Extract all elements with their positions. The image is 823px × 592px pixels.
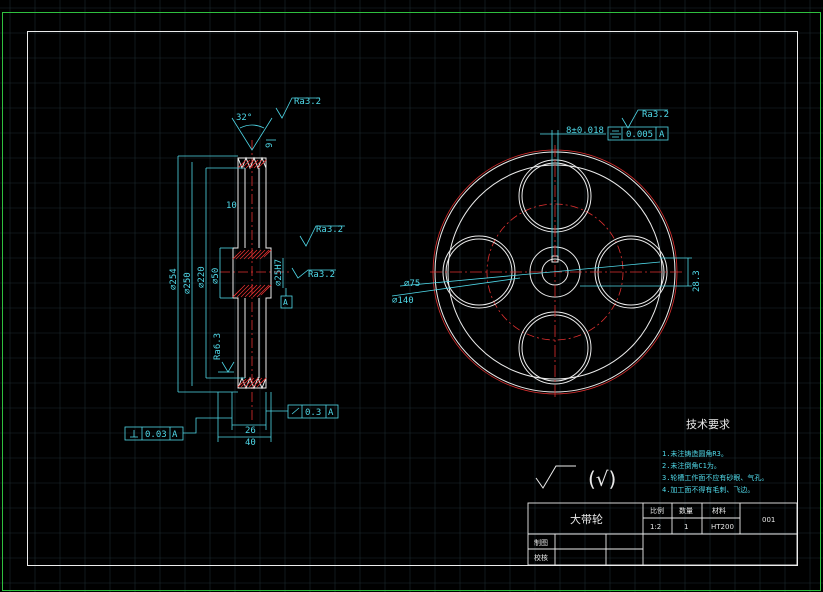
- checked-by-label: 校核: [534, 553, 548, 562]
- groove-bottom: [237, 376, 267, 390]
- part-name: 大带轮: [570, 512, 603, 526]
- angle-arc: [239, 124, 265, 129]
- roughness-label-face: Ra6.3: [213, 333, 223, 360]
- drawn-by-label: 制图: [534, 538, 548, 547]
- roughness-symbol-bore: [291, 267, 336, 279]
- material-value: HT200: [711, 523, 734, 531]
- dim-9-label: 9: [265, 143, 275, 148]
- drawing-border: [27, 31, 798, 566]
- front-view-labels: 8±0.018 0.005 A Ra3.2 ⌀75 ⌀140 28.3: [392, 110, 702, 306]
- runout-icon: [291, 407, 300, 415]
- runout-frame: [287, 404, 339, 419]
- dia-140-label: ⌀140: [392, 296, 414, 306]
- roughness-label-mid: Ra3.2: [316, 225, 343, 235]
- symmetry-frame: [607, 126, 669, 141]
- runout-datum: A: [328, 408, 334, 418]
- dim-26-label: 26: [245, 426, 256, 436]
- front-roughness-symbol: [621, 109, 668, 129]
- scale-header: 比例: [650, 506, 664, 515]
- general-roughness-symbol: (√): [588, 467, 616, 491]
- requirement-item: 2.未注倒角C1为。: [662, 461, 721, 470]
- general-roughness: (√): [535, 465, 616, 491]
- technical-requirements: 技术要求 1.未注铸造圆角R3。 2.未注倒角C1为。 3.轮槽工作面不应有砂眼…: [662, 418, 768, 494]
- requirement-item: 3.轮槽工作面不应有砂眼、气孔。: [662, 473, 768, 482]
- symmetry-tolerance: 0.005: [626, 130, 653, 140]
- roughness-check-icon: [535, 465, 576, 489]
- qty-header: 数量: [679, 506, 693, 515]
- section-hatching: [232, 159, 272, 388]
- groove-top: [237, 156, 267, 170]
- section-view-labels: 32° Ra3.2 Ra3.2 Ra3.2 Ra6.3 9 10 ⌀254 ⌀2…: [145, 97, 343, 448]
- dia-254-label: ⌀254: [169, 268, 179, 290]
- dia-140-leader: [391, 277, 521, 297]
- perp-leader: [183, 417, 232, 434]
- front-view: [391, 109, 692, 400]
- roughness-symbol-top: [275, 97, 320, 119]
- front-roughness-label: Ra3.2: [642, 110, 669, 120]
- angle-label: 32°: [236, 113, 252, 123]
- roughness-label-top: Ra3.2: [294, 97, 321, 107]
- requirement-item: 4.加工面不得有毛刺、飞边。: [662, 485, 754, 494]
- drawing-number: 001: [762, 516, 775, 524]
- dia-75-leader: [399, 261, 661, 287]
- keyway-dim-label: 8±0.018: [566, 126, 604, 136]
- perpendicularity-frame: [124, 426, 184, 441]
- title-block: [527, 502, 798, 566]
- scale-value: 1:2: [650, 523, 661, 531]
- section-view: [124, 97, 345, 442]
- material-header: 材料: [712, 506, 726, 515]
- dim-10-label: 10: [226, 201, 237, 211]
- requirement-item: 1.未注铸造圆角R3。: [662, 449, 728, 458]
- datum-box: [280, 295, 293, 309]
- qty-value: 1: [684, 523, 688, 531]
- dim-28-label: 28.3: [692, 270, 702, 292]
- runout-tolerance: 0.3: [305, 408, 321, 418]
- outer-frame: [2, 12, 821, 591]
- datum-a-label: A: [283, 298, 288, 307]
- roughness-symbol-mid: [299, 225, 345, 247]
- requirements-title: 技术要求: [686, 418, 730, 431]
- title-block-text: 大带轮 比例 数量 材料 1:2 1 HT200 001 制图 校核: [534, 506, 775, 562]
- dia-25-label: ⌀25H7: [274, 259, 284, 286]
- perp-datum: A: [172, 430, 178, 440]
- perp-tolerance: 0.03: [145, 430, 167, 440]
- roughness-label-bore: Ra3.2: [308, 270, 335, 280]
- dim-40-label: 40: [245, 438, 256, 448]
- dia-75-label: ⌀75: [404, 279, 420, 289]
- symmetry-datum: A: [659, 130, 665, 140]
- roughness-symbol-face: [221, 361, 235, 373]
- dia-220-label: ⌀220: [197, 266, 207, 288]
- angle-lines: [231, 117, 273, 151]
- dia-250-label: ⌀250: [183, 272, 193, 294]
- dia-50-label: ⌀50: [211, 268, 221, 284]
